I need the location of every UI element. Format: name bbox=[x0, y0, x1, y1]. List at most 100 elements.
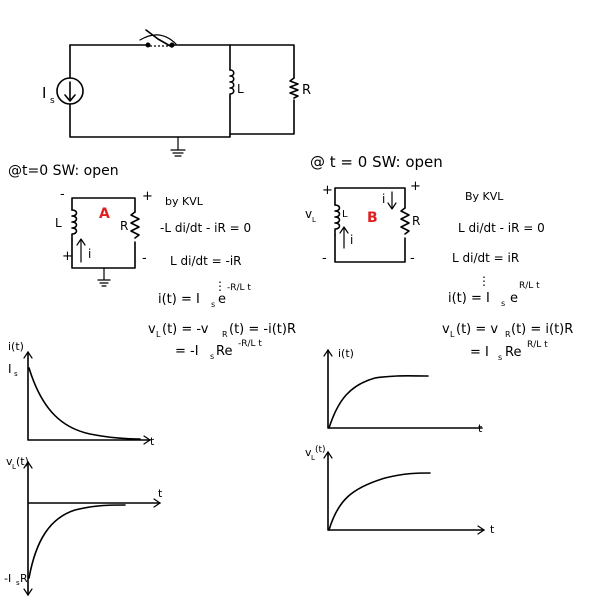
equation-3: i(t) = I bbox=[448, 291, 490, 306]
graph-ylabel: i(t) bbox=[8, 340, 24, 353]
equation-4: v bbox=[148, 322, 156, 337]
graph-xlabel: t bbox=[150, 435, 155, 448]
equation-4-rest: (t) = -v bbox=[162, 322, 209, 337]
equation-5-exp: R/L t bbox=[527, 340, 548, 350]
graph-ylabel-rest: (t) bbox=[315, 445, 326, 455]
graph-current-decay: i(t) I s t bbox=[8, 340, 155, 448]
equation-2: L di/dt = iR bbox=[452, 251, 519, 265]
current-label-right: i bbox=[382, 192, 385, 206]
equation-dots: ⋮ bbox=[478, 274, 490, 288]
circuit-a-name: A bbox=[99, 206, 110, 222]
voltage-label: v bbox=[305, 207, 312, 221]
equation-4-rest: (t) = v bbox=[456, 322, 498, 337]
left-equations: by KVL -L di/dt - iR = 0 L di/dt = -iR ⋮… bbox=[148, 195, 296, 361]
equation-3-sub: s bbox=[211, 300, 215, 309]
resistor-icon bbox=[289, 77, 299, 99]
graph-axes bbox=[27, 461, 161, 596]
voltage-curve bbox=[328, 472, 431, 531]
inductor-icon bbox=[71, 209, 78, 241]
equation-5-sub: s bbox=[498, 353, 502, 362]
equation-5-sub: s bbox=[210, 352, 214, 361]
ground-icon bbox=[97, 267, 111, 287]
equation-4: v bbox=[442, 322, 450, 337]
right-equations: By KVL L di/dt - iR = 0 L di/dt = iR ⋮ i… bbox=[442, 190, 573, 362]
circuit-a: A L R i - + + - bbox=[55, 187, 153, 287]
inductor-icon bbox=[334, 204, 341, 236]
graph-xlabel: t bbox=[158, 487, 163, 500]
resistor-icon bbox=[400, 207, 410, 235]
right-heading: @ t = 0 SW: open bbox=[310, 153, 443, 171]
circuit-b: B v L L R i i + + - - bbox=[305, 179, 421, 266]
resistor-label: R bbox=[302, 83, 311, 98]
ground-icon bbox=[170, 136, 186, 157]
equation-3-exp: -R/L t bbox=[227, 283, 251, 293]
voltage-curve bbox=[28, 504, 126, 579]
x-axis-arrow-icon bbox=[153, 498, 161, 508]
decay-curve bbox=[28, 367, 141, 440]
equation-3-e: e bbox=[218, 292, 226, 307]
x-axis-arrow-icon bbox=[477, 525, 485, 535]
source-label-sub: s bbox=[50, 96, 55, 106]
equation-3-sub: s bbox=[501, 299, 505, 308]
left-wire bbox=[69, 44, 231, 138]
sign-top-right: + bbox=[142, 189, 153, 204]
current-arrow-icon bbox=[76, 238, 86, 263]
graph-ymin-rest: R bbox=[20, 572, 28, 585]
current-label-left: i bbox=[350, 233, 353, 247]
equation-5-rest: Re bbox=[505, 345, 521, 360]
equation-3-exp: R/L t bbox=[519, 281, 540, 291]
equation-5: = -I bbox=[175, 344, 199, 359]
equation-4-rest2: (t) = i(t)R bbox=[511, 322, 573, 337]
sign-bottom-left: - bbox=[322, 251, 327, 266]
inductor-label: L bbox=[342, 209, 348, 220]
graph-ylabel-rest: (t) bbox=[16, 455, 29, 468]
resistor-label: R bbox=[120, 219, 128, 233]
equation-2: L di/dt = -iR bbox=[170, 254, 242, 268]
current-arrow-up-icon bbox=[339, 226, 349, 249]
inductor-label: L bbox=[55, 216, 62, 230]
equation-4-sub2: R bbox=[222, 330, 228, 339]
resistor-icon bbox=[130, 211, 140, 239]
sign-bottom-right: - bbox=[142, 251, 147, 266]
circuit-b-name: B bbox=[367, 210, 378, 226]
equation-3-e: e bbox=[510, 291, 518, 306]
inductor-icon bbox=[229, 69, 235, 98]
rise-curve bbox=[328, 375, 429, 429]
kvl-label: By KVL bbox=[465, 190, 504, 203]
graph-ylabel-sub: L bbox=[311, 454, 315, 462]
equation-4-sub2: R bbox=[505, 330, 511, 339]
graph-axes bbox=[327, 349, 483, 429]
y-axis-arrow-icon bbox=[23, 351, 33, 359]
equation-4-rest2: (t) = -i(t)R bbox=[229, 322, 296, 337]
y-axis-arrow-icon bbox=[323, 349, 333, 357]
sign-top-right: + bbox=[410, 179, 421, 194]
equation-5-exp: -R/L t bbox=[238, 339, 262, 349]
graph-ylabel: v bbox=[305, 446, 312, 459]
y-axis-arrow-icon bbox=[323, 451, 333, 459]
graph-voltage-left: v L (t) -I s R t bbox=[4, 455, 163, 596]
graph-voltage-right: v L (t) t bbox=[305, 445, 495, 536]
kvl-label: by KVL bbox=[165, 195, 204, 208]
equation-4-sub: L bbox=[156, 330, 161, 339]
graph-ymin-label: -I bbox=[4, 572, 11, 585]
current-source-arrow bbox=[64, 81, 76, 102]
resistor-label: R bbox=[412, 214, 420, 228]
inductor-label: L bbox=[237, 82, 244, 96]
switch-contact bbox=[169, 42, 175, 48]
equation-3: i(t) = I bbox=[158, 292, 200, 307]
current-source-icon bbox=[56, 77, 84, 105]
sign-bottom-right: - bbox=[410, 251, 415, 266]
graph-y0-label: I bbox=[8, 362, 12, 376]
equation-1: -L di/dt - iR = 0 bbox=[160, 221, 251, 235]
left-heading: @t=0 SW: open bbox=[8, 163, 119, 179]
graph-ylabel: i(t) bbox=[338, 347, 354, 360]
equation-4-sub: L bbox=[450, 330, 455, 339]
graph-axes bbox=[327, 451, 485, 531]
top-circuit: I s L R bbox=[42, 29, 311, 157]
switch-arc bbox=[139, 34, 177, 45]
current-arrow-down-icon bbox=[387, 191, 397, 210]
circuit-b-wire bbox=[334, 187, 406, 263]
equation-dots: ⋮ bbox=[214, 279, 226, 293]
equation-5: = I bbox=[470, 345, 489, 360]
sign-top-left: + bbox=[322, 183, 333, 198]
